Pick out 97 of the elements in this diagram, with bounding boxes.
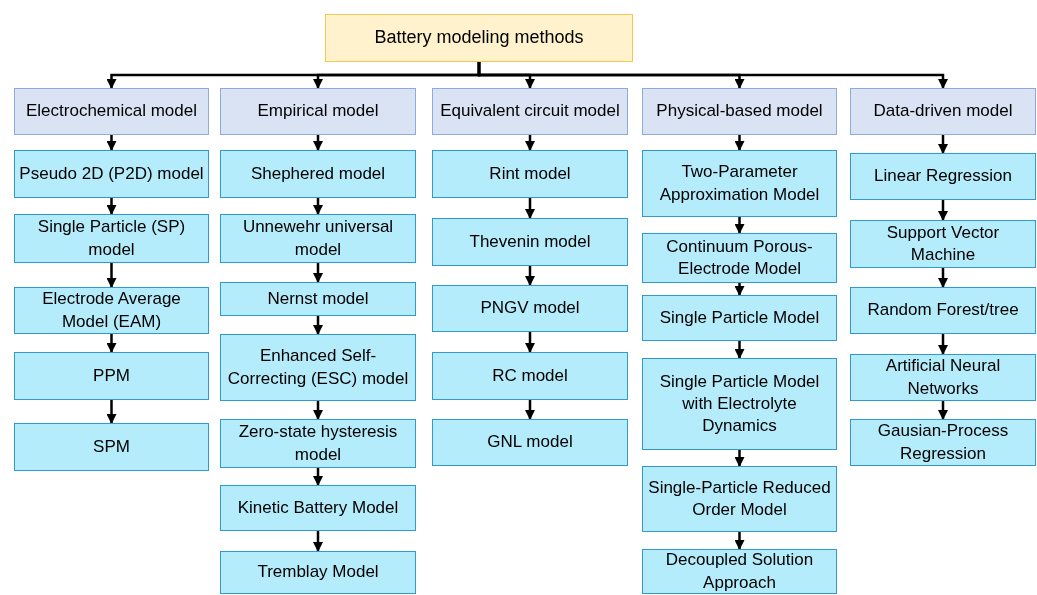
arrow <box>734 217 745 234</box>
node-label: Gausian-Process Regression <box>876 420 1010 465</box>
model-box <box>850 287 1036 334</box>
node-label: GNL model <box>487 431 573 454</box>
arrow <box>938 401 948 420</box>
arrow <box>734 135 745 151</box>
model-box <box>850 354 1036 401</box>
node-label: Battery modeling methods <box>374 26 584 50</box>
arrow <box>313 531 323 552</box>
arrow <box>313 316 323 335</box>
arrow <box>313 198 323 215</box>
model-box <box>220 282 416 316</box>
model-box <box>642 233 837 283</box>
model-box <box>642 466 837 532</box>
node-label: Support Vector Machine <box>885 221 1001 266</box>
arrow <box>525 198 535 219</box>
model-box <box>220 419 416 468</box>
arrow <box>106 334 117 353</box>
arrow <box>525 266 535 286</box>
model-box <box>14 150 209 198</box>
arrow <box>313 263 323 283</box>
category-box <box>220 88 416 135</box>
node-label: Random Forest/tree <box>867 299 1019 322</box>
node-label: Electrode Average Model (EAM) <box>41 288 182 333</box>
node-label: Linear Regression <box>874 165 1012 188</box>
model-box <box>432 419 628 466</box>
model-box <box>432 150 628 198</box>
category-box <box>432 88 628 135</box>
node-label: Nernst model <box>267 287 369 310</box>
model-box <box>220 214 416 263</box>
arrow <box>525 135 535 151</box>
title-box <box>325 14 633 62</box>
arrow <box>313 468 323 486</box>
arrow <box>734 283 745 296</box>
node-label: RC model <box>492 364 568 387</box>
model-box <box>850 220 1036 268</box>
arrow <box>525 332 535 353</box>
arrow <box>106 135 117 151</box>
model-box <box>642 295 837 341</box>
arrow <box>734 341 745 359</box>
node-label: Single Particle Model <box>659 306 820 329</box>
node-label: Single-Particle Reduced Order Model <box>647 476 832 521</box>
arrow <box>938 334 948 355</box>
arrow <box>313 135 323 151</box>
category-box <box>850 88 1036 135</box>
arrow <box>938 200 948 221</box>
node-label: Zero-state hysteresis model <box>237 421 399 466</box>
arrow <box>734 532 745 550</box>
arrow <box>106 400 117 424</box>
arrow <box>525 400 535 420</box>
model-box <box>14 423 209 471</box>
arrow <box>106 198 117 215</box>
model-box <box>642 150 837 217</box>
node-label: Decoupled Solution Approach <box>664 549 815 594</box>
category-box <box>642 88 837 135</box>
arrow <box>106 263 117 288</box>
node-label: Rint model <box>489 162 571 185</box>
node-label: Tremblay Model <box>257 561 379 584</box>
arrow <box>734 450 745 467</box>
node-label: Electrochemical model <box>26 100 197 123</box>
arrow <box>477 62 948 89</box>
node-label: Thevenin model <box>469 230 591 253</box>
model-box <box>850 153 1036 200</box>
node-label: Shephered model <box>250 162 386 185</box>
node-label: PNGV model <box>480 297 580 320</box>
model-box <box>432 285 628 332</box>
arrow <box>938 268 948 288</box>
node-label: Equivalent circuit model <box>440 100 620 123</box>
model-box <box>850 419 1036 466</box>
node-label: Pseudo 2D (P2D) model <box>19 162 204 185</box>
node-label: Empirical model <box>257 100 379 123</box>
category-box <box>14 88 209 135</box>
model-box <box>220 150 416 198</box>
model-box <box>14 214 209 263</box>
node-label: Kinetic Battery Model <box>237 496 399 519</box>
model-box <box>642 358 837 450</box>
model-box <box>432 218 628 266</box>
node-label: Physical-based model <box>656 100 823 123</box>
node-label: SPM <box>93 435 130 458</box>
model-box <box>220 485 416 531</box>
model-box <box>220 334 416 401</box>
model-box <box>432 352 628 400</box>
node-label: Artificial Neural Networks <box>884 355 1002 400</box>
node-label: Single Particle Model with Electrolyte Dynamics <box>658 370 821 438</box>
arrow <box>938 135 948 154</box>
model-box <box>14 287 209 334</box>
node-label: PPM <box>93 364 130 387</box>
node-label: Two-Parameter Approximation Model <box>658 161 821 206</box>
arrow <box>313 401 323 420</box>
node-label: Data-driven model <box>873 100 1013 123</box>
model-box <box>220 551 416 594</box>
model-box <box>14 352 209 400</box>
node-label: Continuum Porous-Electrode Model <box>665 235 814 280</box>
node-label: Unnewehr universal model <box>241 216 395 261</box>
node-label: Enhanced Self-Correcting (ESC) model <box>226 345 410 390</box>
node-label: Single Particle (SP) model <box>36 216 187 261</box>
model-box <box>642 549 837 594</box>
